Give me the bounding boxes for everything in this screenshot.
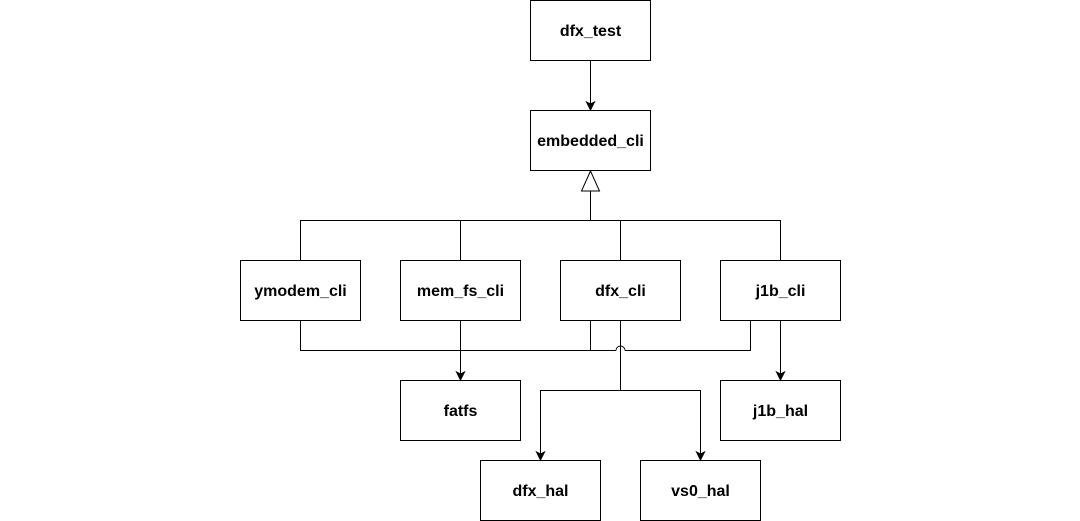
node-ymodem-cli: ymodem_cli bbox=[240, 260, 361, 321]
edge-dfx-cli-to-hal-split bbox=[540, 320, 621, 454]
fatfs-bus-right bbox=[625, 320, 751, 351]
node-label-j1b-cli: j1b_cli bbox=[755, 283, 806, 300]
arrowhead-embedded-cli bbox=[585, 100, 596, 112]
node-label-j1b-hal: j1b_hal bbox=[752, 403, 808, 420]
node-embedded-cli: embedded_cli bbox=[530, 110, 651, 171]
node-dfx-test: dfx_test bbox=[530, 0, 651, 61]
inheritance-bus bbox=[300, 220, 781, 260]
fatfs-bus bbox=[300, 320, 616, 351]
node-label-dfx-test: dfx_test bbox=[560, 23, 622, 40]
node-label-embedded-cli: embedded_cli bbox=[537, 133, 644, 150]
node-vs0-hal: vs0_hal bbox=[640, 460, 761, 521]
arrowhead-j1b-hal bbox=[775, 370, 786, 382]
node-label-ymodem-cli: ymodem_cli bbox=[254, 283, 346, 300]
node-label-mem-fs-cli: mem_fs_cli bbox=[417, 283, 504, 300]
edge-split-to-vs0-hal bbox=[620, 390, 701, 454]
node-label-vs0-hal: vs0_hal bbox=[671, 483, 730, 500]
node-j1b-hal: j1b_hal bbox=[720, 380, 841, 441]
node-fatfs: fatfs bbox=[400, 380, 521, 441]
arrowhead-dfx-hal bbox=[535, 450, 546, 462]
node-label-dfx-hal: dfx_hal bbox=[512, 483, 568, 500]
node-dfx-cli: dfx_cli bbox=[560, 260, 681, 321]
node-label-dfx-cli: dfx_cli bbox=[595, 283, 646, 300]
node-label-fatfs: fatfs bbox=[444, 403, 478, 420]
node-j1b-cli: j1b_cli bbox=[720, 260, 841, 321]
node-dfx-hal: dfx_hal bbox=[480, 460, 601, 521]
node-mem-fs-cli: mem_fs_cli bbox=[400, 260, 521, 321]
arrowhead-fatfs bbox=[455, 370, 466, 382]
arrowhead-vs0-hal bbox=[695, 450, 706, 462]
edges bbox=[300, 60, 786, 462]
inheritance-triangle bbox=[580, 169, 601, 192]
